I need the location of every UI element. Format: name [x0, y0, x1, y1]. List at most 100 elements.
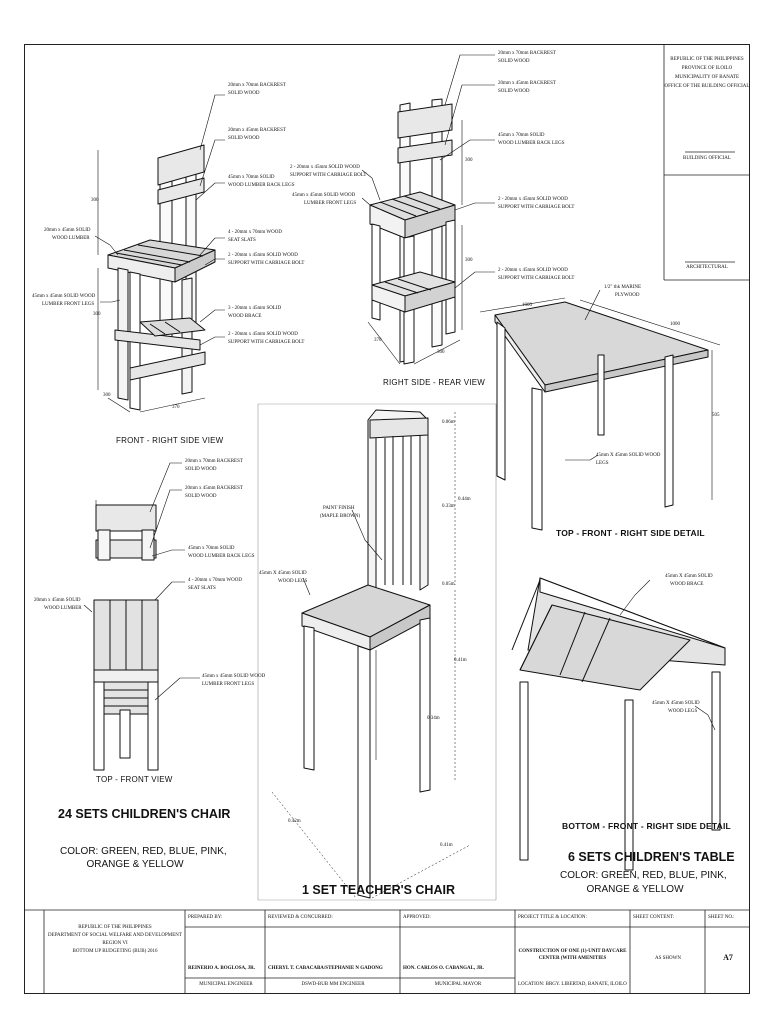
project-location: LOCATION: BRGY. LIBERTAD, BANATE, ILOILO [518, 982, 627, 987]
agency-line-3: REGION VI [102, 941, 128, 946]
tc-dim-8: 0.41m [440, 843, 453, 848]
fr-note-8b: WOOD LUMBER [52, 236, 90, 241]
rr-dim-3: 370 [374, 338, 382, 343]
tc-dim-7: 0.42m [288, 819, 301, 824]
fr-note-9a: 45mm x 45mm SOLID WOOD [32, 294, 96, 299]
table-bottom-view-label: BOTTOM - FRONT - RIGHT SIDE DETAIL [562, 821, 731, 831]
fr-dim-1: 300 [91, 198, 99, 203]
tc-legs-a: 45mm X 45mm SOLID [259, 571, 307, 576]
office-block-lines [663, 44, 750, 281]
rr-note-5a: 45mm x 45mm SOLID WOOD [292, 193, 356, 198]
rr-note-4b: SUPPORT WITH CARRIAGE BOLT [290, 173, 367, 178]
project-label: PROJECT TITLE & LOCATION: [518, 915, 587, 920]
prepared-name: REINERIO A. BOGLOSA, JR. [188, 966, 255, 971]
table-bottom-drawing [511, 577, 726, 871]
rr-note-4a: 2 - 20mm x 45mm SOLID WOOD [290, 165, 360, 170]
office-line-2: PROVINCE OF ILOILO [681, 66, 733, 71]
tc-paint-a: PAINT FINISH [323, 506, 355, 511]
tc-dim-5: 0.41m [454, 658, 467, 663]
rr-dim-4: 300 [437, 350, 445, 355]
approved-name: HON. CARLOS O. CABANGAL, JR. [403, 966, 484, 971]
rr-note-2b: SOLID WOOD [498, 89, 530, 94]
title-block-lines [24, 909, 750, 994]
rr-note-6b: SUPPORT WITH CARRIAGE BOLT [498, 205, 575, 210]
tt-dim-3: 505 [712, 413, 720, 418]
fr-note-1a: 20mm x 70mm BACKREST [228, 83, 286, 88]
tf-note-6b: LUMBER FRONT LEGS [202, 682, 255, 687]
tt-ply-b: PLYWOOD [615, 293, 640, 298]
fr-dim-2: 300 [93, 312, 101, 317]
reviewed-label: REVIEWED & CONCURRED: [268, 915, 333, 920]
architectural-label: ARCHITECTURAL [686, 265, 728, 270]
right-rear-chair-drawing [361, 54, 495, 365]
fr-note-5a: 2 - 20mm x 45mm SOLID WOOD [228, 253, 298, 258]
tb-brace-a: 45mm X 45mm SOLID [665, 574, 713, 579]
rr-dim-1: 300 [465, 158, 473, 163]
tc-dim-6: 0.34m [427, 716, 440, 721]
tf-note-4b: SEAT SLATS [188, 586, 216, 591]
tf-note-2a: 20mm x 45mm BACKREST [185, 486, 243, 491]
tc-dim-2: 0.33m [442, 504, 455, 509]
tf-note-1b: SOLID WOOD [185, 467, 217, 472]
rr-note-7a: 2 - 20mm x 45mm SOLID WOOD [498, 268, 568, 273]
fr-dim-4: 370 [172, 405, 180, 410]
drawing-sheet-border [24, 44, 750, 994]
tc-dim-4: 0.05m [442, 582, 455, 587]
fr-note-3a: 45mm x 70mm SOLID [228, 175, 275, 180]
tc-paint-b: (MAPLE BROWN) [320, 514, 361, 519]
table-top-drawing [479, 289, 721, 531]
office-line-1: REPUBLIC OF THE PHILIPPINES [670, 57, 744, 62]
sheet-content-value: AS SHOWN [655, 956, 681, 961]
tf-note-3a: 45mm x 70mm SOLID [188, 546, 235, 551]
agency-line-1: REPUBLIC OF THE PHILIPPINES [78, 925, 152, 930]
tf-note-1a: 20mm x 70mm BACKREST [185, 459, 243, 464]
tt-dim-1: 1000 [522, 303, 532, 308]
tt-legs-b: LEGS [596, 461, 609, 466]
fr-dim-3: 300 [103, 393, 111, 398]
rr-dim-2: 300 [465, 258, 473, 263]
tf-note-6a: 45mm x 45mm SOLID WOOD [202, 674, 266, 679]
tb-legs-a: 45mm X 45mm SOLID [652, 701, 700, 706]
rr-note-5b: LUMBER FRONT LEGS [304, 201, 357, 206]
tb-legs-b: WOOD LEGS [668, 709, 698, 714]
building-official-label: BUILDING OFFICIAL [683, 156, 731, 161]
reviewed-role: DSWD-BUB MM ENGINEER [301, 982, 365, 987]
rr-note-6a: 2 - 20mm x 45mm SOLID WOOD [498, 197, 568, 202]
children-chair-title: 24 SETS CHILDREN'S CHAIR [58, 807, 231, 821]
rr-note-3a: 45mm x 70mm SOLID [498, 133, 545, 138]
rr-note-3b: WOOD LUMBER BACK LEGS [498, 141, 565, 146]
rr-note-1a: 20mm x 70mm BACKREST [498, 51, 556, 56]
table-top-view-label: TOP - FRONT - RIGHT SIDE DETAIL [556, 528, 705, 538]
front-right-chair-drawing [94, 94, 225, 413]
rr-note-2a: 20mm x 45mm BACKREST [498, 81, 556, 86]
project-line-2: CENTER (WITH AMENITIES [538, 956, 607, 961]
tt-ply-a: 1/2" thk MARINE [604, 285, 642, 290]
tf-note-3b: WOOD LUMBER BACK LEGS [188, 554, 255, 559]
front-right-view-label: FRONT - RIGHT SIDE VIEW [116, 436, 224, 445]
office-line-4: OFFICE OF THE BUILDING OFFICIAL [664, 84, 750, 89]
children-chair-color-1: COLOR: GREEN, RED, BLUE, PINK, [60, 846, 227, 857]
tf-note-5b: WOOD LUMBER [44, 606, 82, 611]
tb-brace-b: WOOD BRACE [670, 582, 704, 587]
tf-note-5a: 20mm x 45mm SOLID [34, 598, 81, 603]
fr-note-6b: WOOD BRACE [228, 314, 262, 319]
agency-line-2: DEPARTMENT OF SOCIAL WELFARE AND DEVELOP… [48, 933, 182, 938]
teacher-chair-frame [257, 403, 497, 901]
fr-note-5b: SUPPORT WITH CARRIAGE BOLT [228, 261, 305, 266]
right-rear-view-label: RIGHT SIDE - REAR VIEW [383, 378, 486, 387]
children-table-title: 6 SETS CHILDREN'S TABLE [568, 850, 735, 864]
fr-note-2a: 20mm x 45mm BACKREST [228, 128, 286, 133]
teacher-chair-drawing [271, 409, 471, 899]
fr-note-7a: 2 - 20mm x 45mm SOLID WOOD [228, 332, 298, 337]
sheet-content-label: SHEET CONTENT: [633, 915, 675, 920]
teacher-chair-title: 1 SET TEACHER'S CHAIR [302, 883, 455, 897]
tc-dim-1: 0.06m [442, 420, 455, 425]
office-line-3: MUNICIPALITY OF BANATE [674, 75, 740, 80]
fr-note-6a: 3 - 20mm x 45mm SOLID [228, 306, 282, 311]
approved-role: MUNICIPAL MAYOR [434, 982, 482, 987]
fr-note-4a: 4 - 20mm x 70mm WOOD [228, 230, 282, 235]
fr-note-9b: LUMBER FRONT LEGS [42, 302, 95, 307]
children-chair-color-2: ORANGE & YELLOW [86, 859, 184, 870]
rr-note-7b: SUPPORT WITH CARRIAGE BOLT [498, 276, 575, 281]
reviewed-name: CHERYL T. CABACABA/STEPHANIE N GADONG [268, 966, 383, 971]
